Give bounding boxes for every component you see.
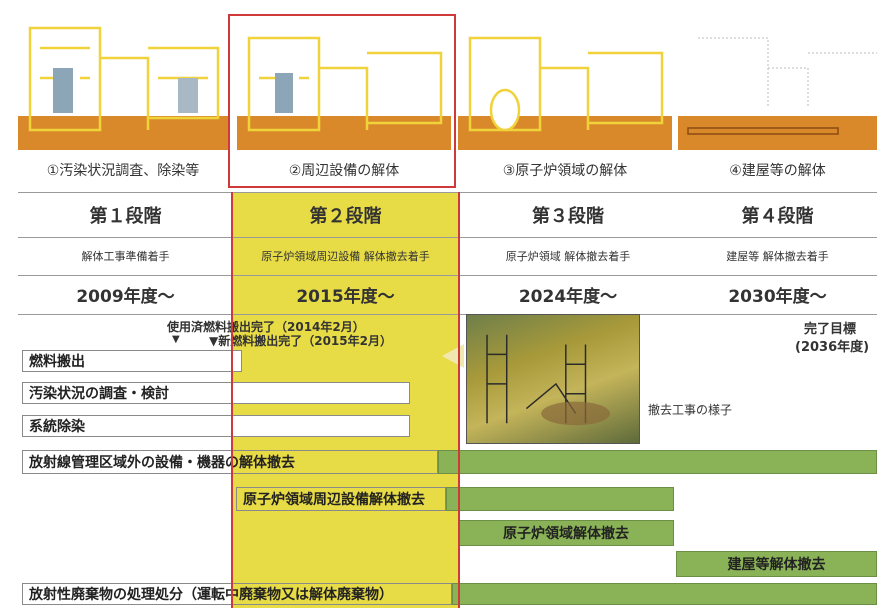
peripheral-removal-green-bar [446,487,674,511]
completion-goal-label: 完了目標 [804,322,857,337]
waste-disposal-bar: 放射性廃棄物の処理処分（運転中廃棄物又は解体廃棄物） [22,583,452,605]
stage4-title: 第４段階 [741,205,814,227]
stage2-year: 2015年度～ [296,287,395,307]
stage3-title: 第３段階 [532,205,604,227]
waste-disposal-green-bar [452,583,877,605]
reactor-removal-label: 原子炉領域解体撤去 [503,526,629,542]
stage2-title: 第２段階 [309,205,382,227]
outside-area-removal-green-bar [438,450,877,474]
stage3-subtitle: 原子炉領域 解体撤去着手 [505,250,631,263]
stage2-column-frame [231,192,460,608]
table-rule [18,237,877,238]
stage3-year: 2024年度～ [518,287,618,307]
stage1-illustration [18,18,228,150]
new-fuel-milestone: ▼新燃料搬出完了（2015年2月） [209,334,392,348]
stage1-caption: ①汚染状況調査、除染等 [46,163,200,179]
table-rule [18,192,877,193]
stage2-caption: ②周辺設備の解体 [288,163,400,179]
stage4-subtitle: 建屋等 解体撤去着手 [726,250,829,263]
contamination-survey-bar: 汚染状況の調査・検討 [22,382,410,404]
stage4-caption: ④建屋等の解体 [729,163,826,179]
milestone-marker: ▼ [172,334,180,345]
spent-fuel-milestone: 使用済燃料搬出完了（2014年2月） [167,320,365,334]
fuel-removal-bar: 燃料搬出 [22,350,242,372]
reactor-removal-bar: 原子炉領域解体撤去 [458,520,674,546]
outside-area-removal-bar: 放射線管理区域外の設備・機器の解体撤去 [22,450,438,474]
system-decon-bar: 系統除染 [22,415,410,437]
building-removal-bar: 建屋等解体撤去 [676,551,877,577]
stage4-illustration [678,18,877,150]
building-removal-label: 建屋等解体撤去 [727,557,826,573]
stage2-frame [228,14,456,188]
stage1-title: 第１段階 [89,205,162,227]
stage1-year: 2009年度～ [76,287,175,307]
completion-goal-year: (2036年度) [795,340,870,355]
stage3-caption: ③原子炉領域の解体 [502,163,628,179]
table-rule [18,275,877,276]
table-rule [18,314,877,315]
peripheral-removal-bar: 原子炉領域周辺設備解体撤去 [236,487,446,511]
photo-caption: 撤去工事の様子 [648,403,733,417]
stage1-subtitle: 解体工事準備着手 [81,250,170,263]
stage3-illustration [458,18,672,150]
stage2-subtitle: 原子炉領域周辺設備 解体撤去着手 [261,250,430,263]
dismantling-photo [466,314,640,444]
stage2-illustration [237,18,451,150]
stage4-year: 2030年度～ [728,287,827,307]
